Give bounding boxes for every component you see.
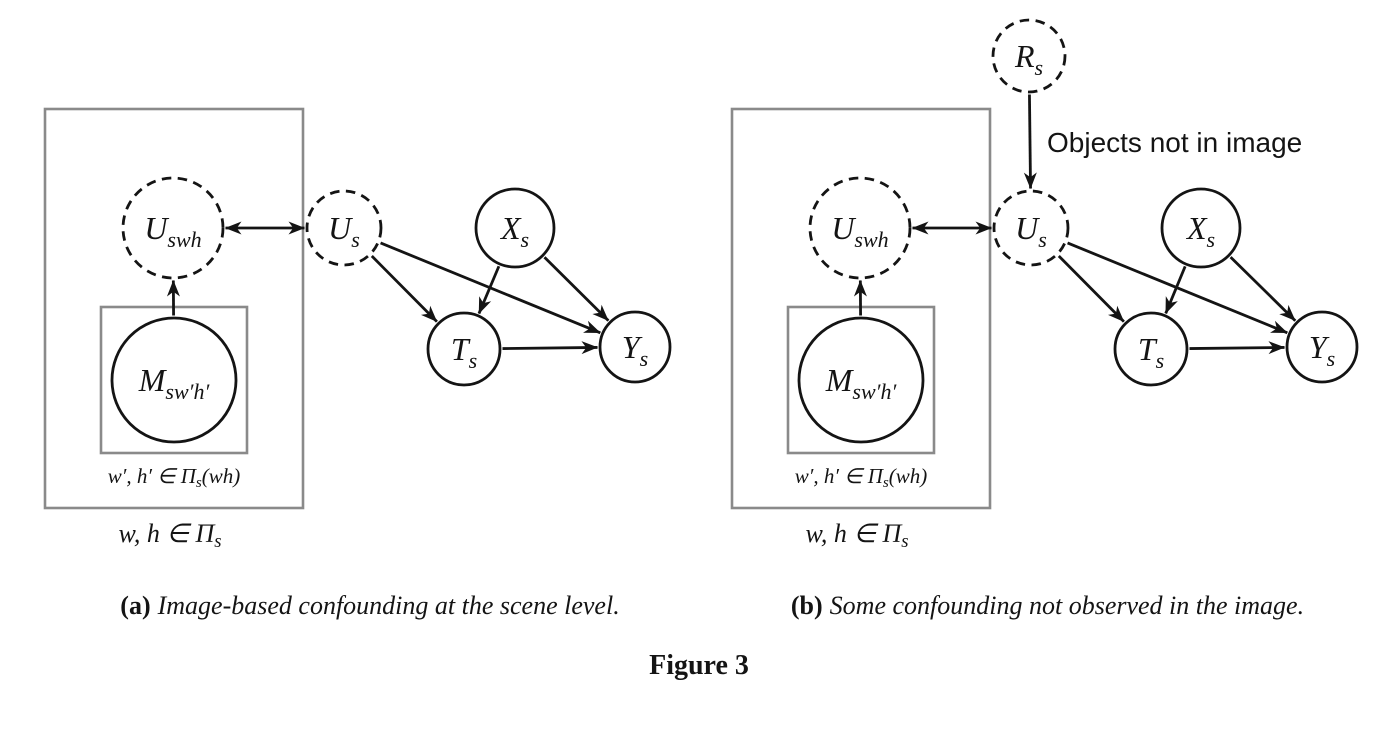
- caption-b-prefix: (b): [790, 591, 823, 620]
- annotation-objects-not-in-image: Objects not in image: [1047, 127, 1302, 158]
- node-Mswh-circle-b: [797, 316, 925, 444]
- scene-plate-label-b: w, h ∈ Πs: [805, 519, 908, 552]
- node-Ts-label-a: Ts: [451, 331, 477, 373]
- node-Us-circle-b: [992, 189, 1070, 267]
- edge-Us-to-Ts-b: [1057, 255, 1125, 323]
- edge-Ts-to-Ys-a: [502, 341, 599, 355]
- node-Ts-circle-a: [426, 311, 502, 387]
- node-Xs-label-a: Xs: [499, 210, 529, 252]
- node-Us-label-b: Us: [1015, 210, 1047, 252]
- caption-b-text: Some confounding not observed in the ima…: [829, 591, 1305, 620]
- caption-b: (b)Some confounding not observed in the …: [715, 590, 1380, 621]
- edge-Us-to-Ts-a: [370, 255, 438, 323]
- patch-plate-label-a: w′, h′ ∈ Πs(wh): [108, 464, 241, 491]
- caption-a: (a)Image-based confounding at the scene …: [40, 590, 700, 621]
- edge-Ts-to-Ys-b: [1189, 341, 1286, 355]
- node-Uswh-label-a: Uswh: [144, 210, 201, 252]
- edge-Rs-to-Us-b: [1023, 94, 1037, 190]
- node-Uswh-label-b: Uswh: [831, 210, 888, 252]
- edge-Xs-to-Ys-a: [543, 256, 610, 322]
- node-Us-label-a: Us: [328, 210, 360, 252]
- node-Us-circle-a: [305, 189, 383, 267]
- edge-Xs-to-Ts-b: [1164, 265, 1187, 314]
- edge-Xs-to-Ts-a: [477, 265, 501, 315]
- scene-plate-b: [730, 107, 992, 510]
- node-Mswh-circle-a: [110, 316, 238, 444]
- node-Ys-label-b: Ys: [1309, 329, 1335, 371]
- node-Rs-circle-b: [991, 18, 1067, 94]
- scene-plate-label-a: w, h ∈ Πs: [118, 519, 221, 552]
- node-Mswh-label-a: Msw′h′: [138, 362, 211, 404]
- node-Ts-circle-b: [1113, 311, 1189, 387]
- node-Ys-circle-a: [598, 310, 672, 384]
- node-Mswh-label-b: Msw′h′: [825, 362, 898, 404]
- caption-a-text: Image-based confounding at the scene lev…: [157, 591, 620, 620]
- node-Ys-circle-b: [1285, 310, 1359, 384]
- node-Uswh-circle-b: [808, 176, 912, 280]
- edge-Xs-to-Ys-b: [1229, 256, 1297, 322]
- caption-a-prefix: (a): [120, 591, 151, 620]
- node-Xs-circle-b: [1160, 187, 1242, 269]
- figure-label: Figure 3: [649, 650, 749, 681]
- node-Uswh-circle-a: [121, 176, 225, 280]
- scene-plate-a: [43, 107, 305, 510]
- node-Xs-label-b: Xs: [1185, 210, 1215, 252]
- node-Rs-label-b: Rs: [1014, 38, 1043, 80]
- node-Ys-label-a: Ys: [622, 329, 648, 371]
- node-Xs-circle-a: [474, 187, 556, 269]
- patch-plate-label-b: w′, h′ ∈ Πs(wh): [795, 464, 928, 491]
- node-Ts-label-b: Ts: [1138, 331, 1164, 373]
